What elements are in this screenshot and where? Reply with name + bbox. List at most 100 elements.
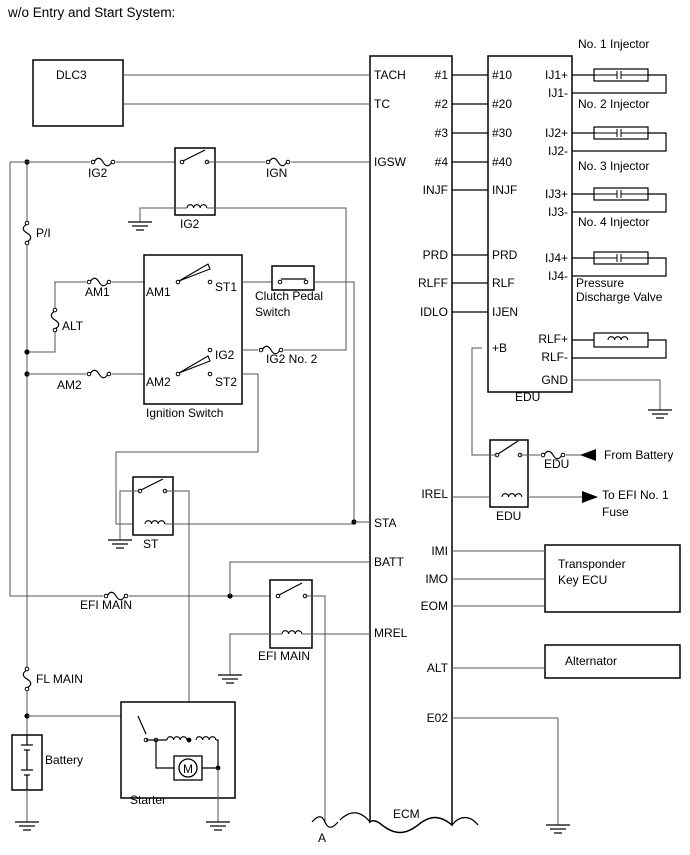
ignition-switch-terminal-st2: ST2 — [215, 375, 237, 389]
ecm-terminal-batt: BATT — [374, 555, 404, 569]
ecm-terminal-prd: PRD — [423, 248, 449, 262]
ig2-fuse-icon — [90, 157, 116, 167]
ign-fuse-label: IGN — [266, 166, 287, 180]
ignition-switch-terminal-ig2: IG2 — [215, 348, 235, 362]
injector-3-icon — [593, 187, 649, 201]
efi-main-relay-contact-a — [275, 593, 281, 599]
starter-motor-label: M — [183, 762, 193, 776]
starter-motor-wires — [155, 740, 218, 769]
injector-1-icon — [593, 68, 649, 82]
efi-main-relay-ground-icon — [217, 674, 243, 684]
injector-2-label: No. 2 Injector — [578, 97, 649, 111]
ecm-terminal-3: #3 — [435, 126, 449, 140]
edu-terminal-ij2-plus: IJ2+ — [545, 126, 568, 140]
clutch-switch-contact-a — [277, 279, 283, 285]
efi-main-relay-box — [269, 579, 313, 649]
edu-terminal-ijen: IJEN — [492, 305, 518, 319]
starter-switch-arm — [137, 715, 147, 735]
ecm-terminal-sta: STA — [374, 516, 396, 530]
edu-terminal-20: #20 — [492, 97, 512, 111]
pressure-discharge-valve-label-2: Discharge Valve — [576, 290, 663, 304]
ignition-switch-terminal-am2: AM2 — [146, 375, 171, 389]
ecm-edu-wires — [452, 74, 488, 313]
st-relay-ground-wire — [119, 490, 140, 540]
diagram-title: w/o Entry and Start System: — [7, 5, 175, 20]
ignition-switch-terminal-am1: AM1 — [146, 285, 171, 299]
junction-starter-coil — [186, 737, 192, 743]
alternator-label: Alternator — [565, 654, 617, 668]
connector-a-label: A — [318, 831, 326, 845]
alternator-box — [544, 644, 681, 679]
pi-fuse-icon — [22, 220, 32, 246]
ignition-switch-ig2-contact — [207, 347, 213, 353]
ig2-relay-switch-arm — [182, 149, 206, 162]
injector-1-wire — [572, 74, 667, 94]
e02-ground-icon — [545, 824, 571, 834]
ig2-relay-label: IG2 — [180, 217, 200, 231]
dlc3-box — [32, 59, 124, 127]
transponder-key-ecu-box — [544, 544, 681, 613]
ign-fuse-icon — [265, 157, 291, 167]
edu-terminal-40: #40 — [492, 155, 512, 169]
ecm-terminal-4: #4 — [435, 155, 449, 169]
ecm-terminal-igsw: IGSW — [374, 155, 407, 169]
ecm-label: ECM — [393, 807, 420, 821]
pressure-discharge-valve-label-1: Pressure — [576, 276, 624, 290]
batt-wire — [229, 561, 370, 596]
ignition-switch-label: Ignition Switch — [146, 406, 223, 420]
edu-terminal-ij1-minus: IJ1- — [548, 86, 568, 100]
ecm-terminal-2: #2 — [435, 97, 449, 111]
efi-main-to-a-wire — [305, 595, 326, 822]
transponder-wires — [452, 550, 545, 607]
alt-fuse-label: ALT — [62, 319, 84, 333]
edu-terminal-30: #30 — [492, 126, 512, 140]
battery-cells-icon — [21, 735, 33, 790]
edu-terminal-ij3-plus: IJ3+ — [545, 187, 568, 201]
efi-main-fuse-label: EFI MAIN — [80, 598, 132, 612]
edu-terminal-10: #10 — [492, 68, 512, 82]
clutch-to-sta-wire — [314, 281, 355, 522]
edu-box — [487, 55, 573, 393]
ecm-terminal-irel: IREL — [421, 487, 448, 501]
efi-main-feed — [9, 162, 103, 597]
injector-1-label: No. 1 Injector — [578, 37, 649, 51]
am1-branch — [54, 281, 86, 309]
edu-terminal-rlf-plus: RLF+ — [538, 332, 568, 346]
edu-terminal-plus-b: +B — [492, 341, 507, 355]
connector-a-break — [311, 816, 339, 828]
ignition-switch-am2-arm — [178, 355, 211, 374]
clutch-pedal-switch-box — [271, 265, 315, 291]
dlc3-label: DLC3 — [56, 68, 87, 82]
ecm-break-right — [451, 816, 479, 826]
pi-fuse-label: P/I — [36, 226, 51, 240]
starter-coil-wires — [156, 739, 219, 768]
ecm-terminal-idlo: IDLO — [420, 305, 448, 319]
starter-label: Starter — [130, 793, 166, 807]
junction-alt-bus — [24, 349, 30, 355]
ecm-terminal-alt: ALT — [427, 661, 449, 675]
e02-wire — [452, 717, 559, 825]
ecm-terminal-imo: IMO — [425, 572, 448, 586]
edu-terminal-injf: INJF — [492, 183, 517, 197]
ignition-switch-st1-contact — [207, 279, 213, 285]
edu-terminal-rlf-minus: RLF- — [541, 350, 568, 364]
ig2-relay-ground-icon — [127, 221, 153, 231]
ignition-switch-am1-contact — [175, 279, 181, 285]
st-relay-to-starter — [165, 490, 190, 740]
ig2-relay-coil-feed — [207, 207, 347, 351]
edu-terminal-ij1-plus: IJ1+ — [545, 68, 568, 82]
st-relay-switch-arm — [140, 478, 164, 491]
edu-plus-b-wire — [471, 347, 497, 456]
am2-fuse-label: AM2 — [57, 378, 82, 392]
injector-4-icon — [593, 251, 649, 265]
ecm-terminal-injf: INJF — [423, 183, 448, 197]
efi-main-relay-switch-arm — [278, 582, 303, 596]
edu-label: EDU — [515, 390, 540, 404]
injector-3-wire — [572, 193, 667, 213]
ecm-terminal-rlff: RLFF — [418, 276, 448, 290]
battery-ground-icon — [14, 821, 40, 831]
edu-fuse-label: EDU — [544, 457, 569, 471]
clutch-pedal-switch-label-2: Switch — [255, 305, 290, 319]
